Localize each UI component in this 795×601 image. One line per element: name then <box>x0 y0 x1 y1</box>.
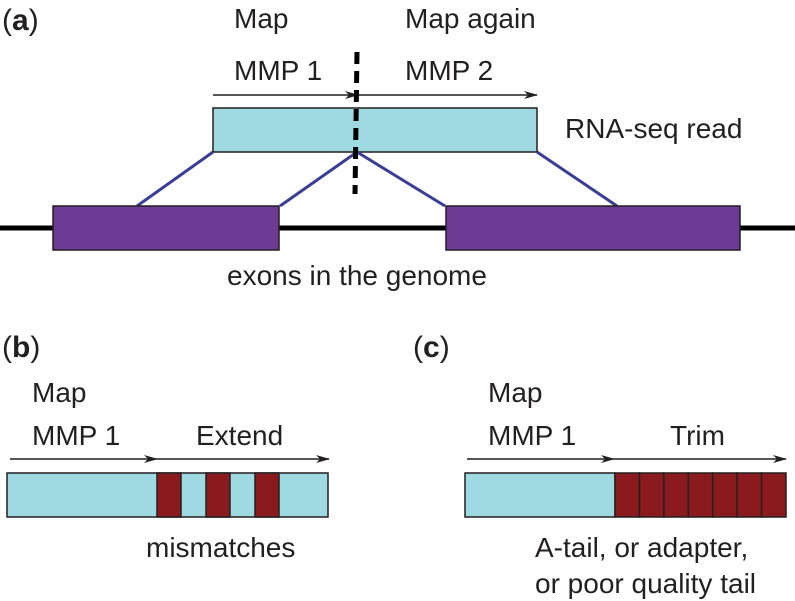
trimmed-segment <box>614 472 641 518</box>
trimmed-segment <box>736 472 763 518</box>
mmp1-label: MMP 1 <box>234 55 322 86</box>
mapped-read-bar <box>464 472 616 518</box>
panel-b-label: (b) <box>2 331 40 364</box>
trimmed-tail-group <box>614 472 787 518</box>
extend-label: Extend <box>196 420 283 451</box>
mmp1-label: MMP 1 <box>32 420 120 451</box>
mmp2-label: MMP 2 <box>405 55 493 86</box>
map-label: Map <box>234 3 288 34</box>
panel-c: (c) Map MMP 1 Trim A-tail, or adapter, o… <box>413 331 787 599</box>
split-point-dashed-line <box>352 51 360 195</box>
mismatch-block <box>254 472 280 518</box>
mismatch-block <box>205 472 231 518</box>
panel-b: (b) Map MMP 1 Extend mismatches <box>2 331 330 563</box>
trimmed-segment <box>760 472 787 518</box>
panel-a-label: (a) <box>2 4 39 37</box>
trimmed-segment <box>638 472 665 518</box>
connector-line <box>279 150 358 208</box>
mismatch-group <box>156 472 280 518</box>
map-label: Map <box>488 377 542 408</box>
connector-line <box>356 150 446 208</box>
trimmed-segment <box>663 472 690 518</box>
mismatches-label: mismatches <box>146 532 295 563</box>
exon-1 <box>52 205 280 251</box>
exon-2 <box>445 205 741 251</box>
mmp1-label: MMP 1 <box>488 420 576 451</box>
trim-label: Trim <box>670 420 725 451</box>
map-again-label: Map again <box>405 3 536 34</box>
rna-seq-read-label: RNA-seq read <box>565 113 742 144</box>
panel-a: (a) Map Map again MMP 1 MMP 2 RNA-seq re… <box>0 3 795 291</box>
panel-c-label: (c) <box>413 331 450 364</box>
map-label: Map <box>32 377 86 408</box>
trimmed-segment <box>711 472 738 518</box>
tail-label-line1: A-tail, or adapter, <box>535 532 748 563</box>
tail-label-line2: or poor quality tail <box>535 568 756 599</box>
mismatch-block <box>156 472 182 518</box>
connector-line <box>136 150 214 208</box>
exons-label: exons in the genome <box>227 260 487 291</box>
connector-line <box>536 150 618 208</box>
trimmed-segment <box>687 472 714 518</box>
rna-seq-read <box>212 107 538 153</box>
